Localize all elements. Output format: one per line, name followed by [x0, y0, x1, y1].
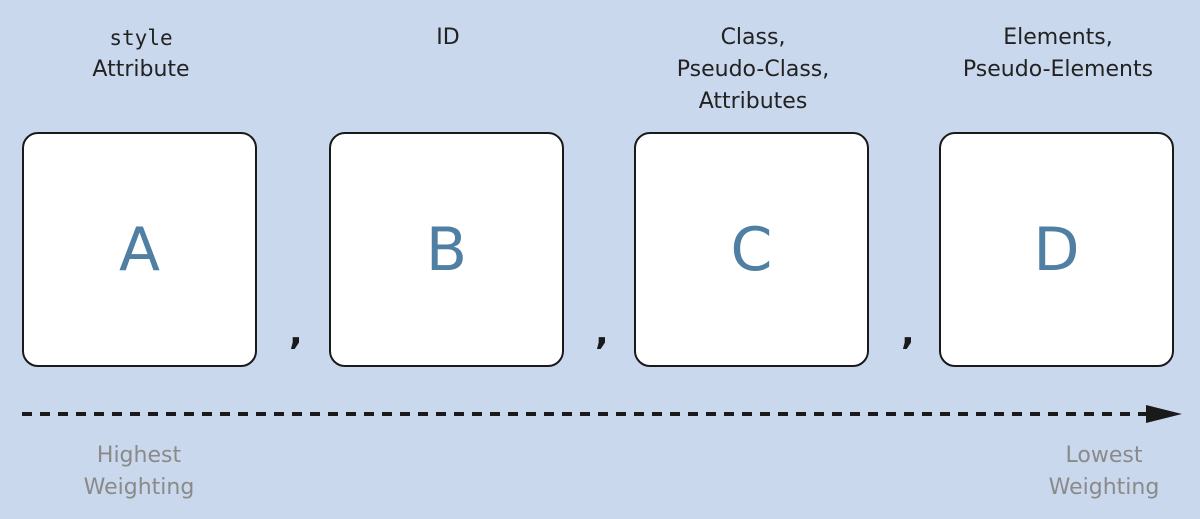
label-line: Attribute [92, 57, 190, 82]
highest-weighting-label: Highest Weighting [59, 440, 219, 504]
label-class-pseudo-class-attributes: Class, Pseudo-Class, Attributes [623, 22, 883, 118]
weighting-line: Highest [96, 443, 182, 468]
comma-separator: , [595, 312, 609, 353]
label-elements-pseudo-elements: Elements, Pseudo-Elements [928, 22, 1188, 86]
label-line: Attributes [698, 89, 808, 114]
label-line: Pseudo-Elements [962, 57, 1154, 82]
box-letter: D [1033, 214, 1080, 285]
weighting-line: Weighting [1048, 475, 1160, 500]
label-code: style [109, 26, 173, 50]
label-line: Elements, [1003, 25, 1113, 50]
specificity-box-b: B [329, 132, 564, 367]
label-line: Class, [720, 25, 786, 50]
box-letter: A [118, 214, 161, 285]
specificity-box-d: D [939, 132, 1174, 367]
specificity-box-c: C [634, 132, 869, 367]
comma-separator: , [901, 312, 915, 353]
arrow-head-icon [1146, 405, 1182, 423]
comma-separator: , [289, 312, 303, 353]
label-id: ID [318, 22, 578, 54]
weighting-arrow [22, 405, 1182, 423]
box-letter: C [730, 214, 773, 285]
weighting-line: Lowest [1065, 443, 1143, 468]
lowest-weighting-label: Lowest Weighting [1024, 440, 1184, 504]
label-line: ID [436, 25, 460, 50]
box-letter: B [425, 214, 468, 285]
weighting-line: Weighting [83, 475, 195, 500]
label-line: Pseudo-Class, [676, 57, 830, 82]
label-style-attribute: style Attribute [11, 22, 271, 86]
specificity-box-a: A [22, 132, 257, 367]
